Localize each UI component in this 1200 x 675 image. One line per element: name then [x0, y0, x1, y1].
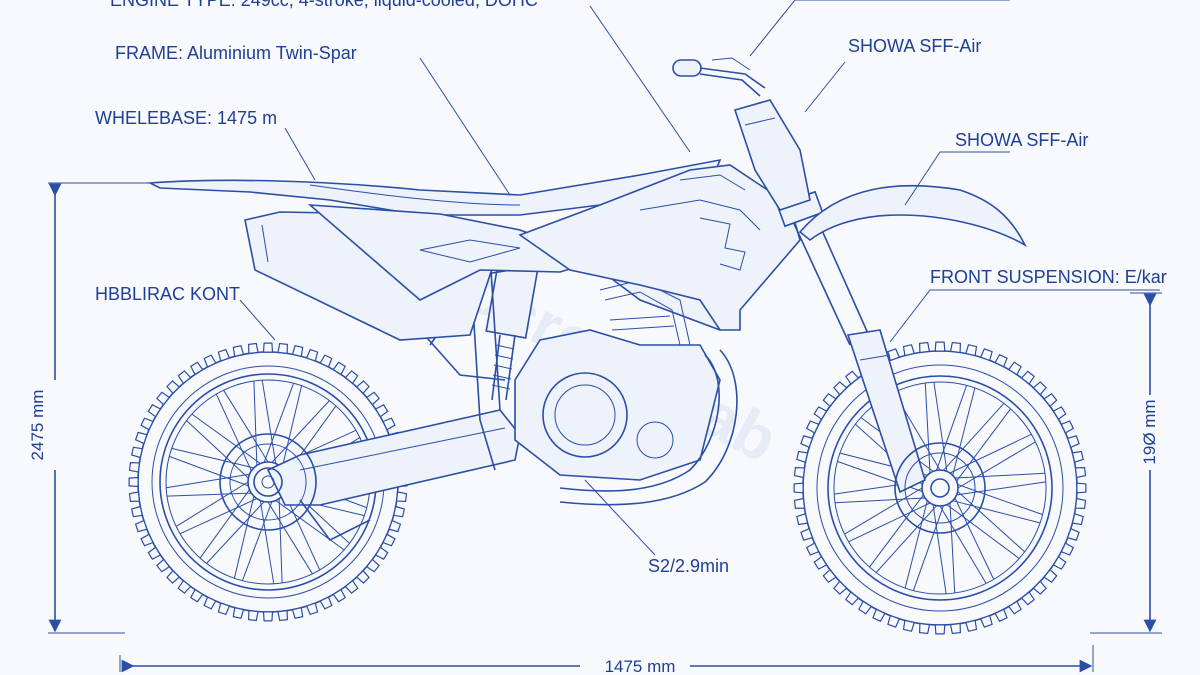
wheelbase-label: WHELEBASE: 1475 m — [95, 108, 277, 128]
swingarm — [266, 409, 521, 542]
front-fork — [776, 190, 926, 494]
right-height-label: 19Ø mm — [1140, 399, 1159, 464]
number-plate — [733, 99, 811, 211]
dimension-bottom — [119, 645, 1094, 673]
front-suspension-label: FRONT SUSPENSION: E/kar — [930, 267, 1167, 287]
front-wheel — [793, 341, 1087, 635]
fuel-tank-and-shroud — [518, 164, 801, 331]
dimension-right — [1090, 292, 1162, 634]
exhaust-header — [559, 349, 738, 506]
rear-shock — [485, 261, 539, 401]
showa-top-label: SHOWA SFF-Air — [848, 36, 981, 56]
engine-type-label: ENGINE TYPE: 249cc, 4-stroke, liquid-coo… — [110, 0, 538, 10]
bottom-length-label: 1475 mm — [605, 657, 676, 675]
left-height-label: 2475 mm — [28, 390, 47, 461]
frame-label: FRAME: Aluminium Twin-Spar — [115, 43, 357, 63]
showa-mid-label: SHOWA SFF-Air — [955, 130, 1088, 150]
hbblirac-label: HBBLIRAC KONT — [95, 284, 240, 304]
leader-lines — [239, 0, 1160, 556]
front-brake-disc — [894, 442, 986, 534]
center-dimension-label: S2/2.9min — [648, 556, 729, 576]
handlebar — [672, 57, 766, 97]
rear-brake-disc — [219, 433, 317, 531]
rear-fender-and-seat — [147, 158, 722, 216]
engine — [514, 279, 721, 481]
dimension-left — [48, 182, 150, 634]
front-fender — [798, 184, 1027, 248]
